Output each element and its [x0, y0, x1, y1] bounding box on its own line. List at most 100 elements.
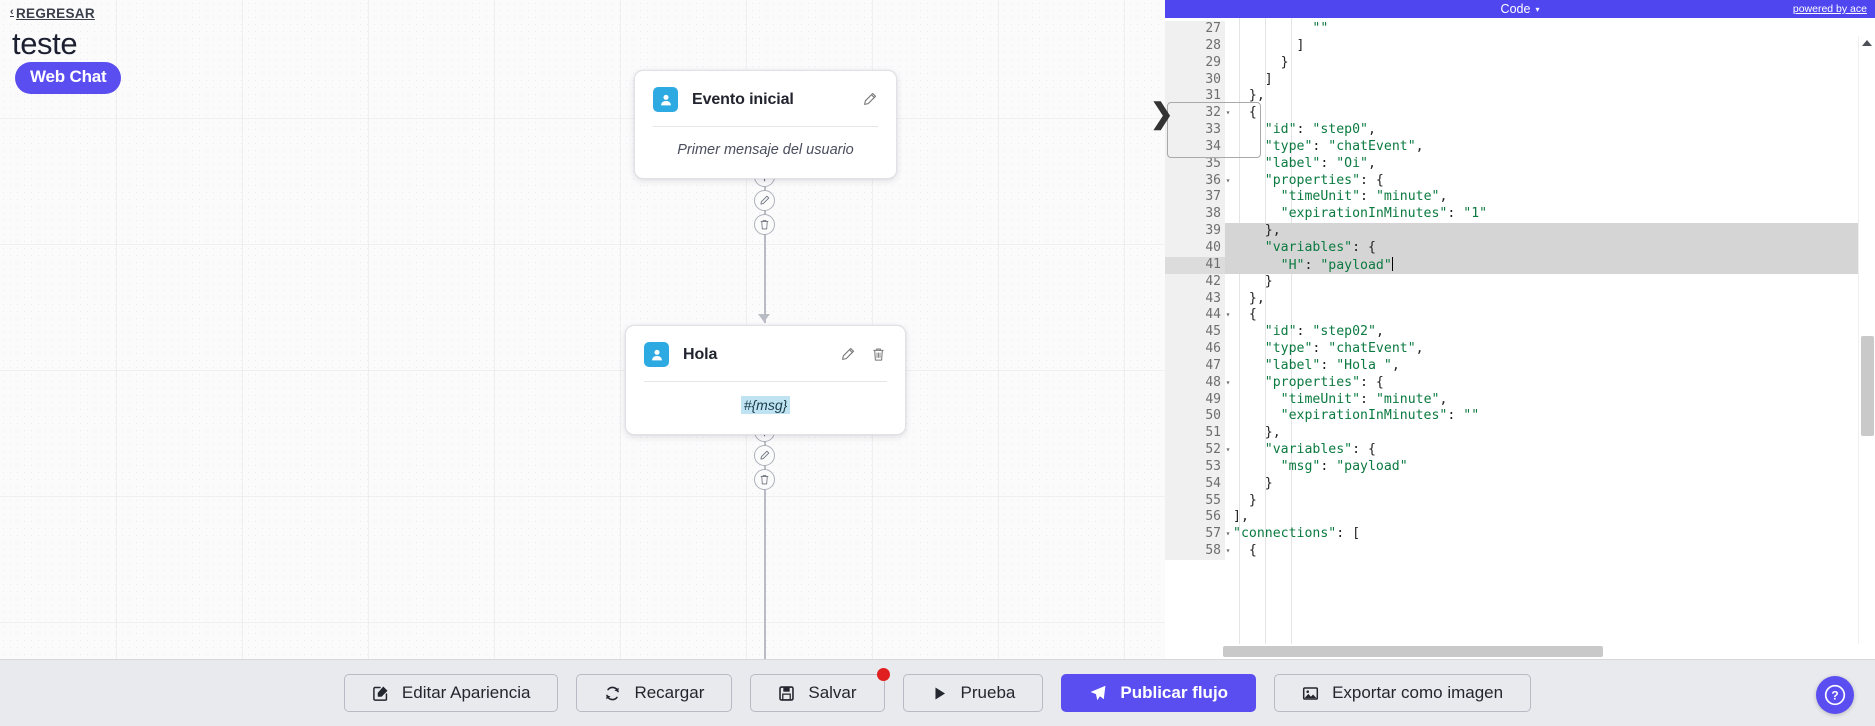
code-line-number: 48▾: [1165, 374, 1230, 392]
code-line[interactable]: 44▾ {: [1165, 307, 1875, 325]
code-line-text: }: [1233, 54, 1289, 70]
code-line-text: "expirationInMinutes": "": [1280, 408, 1480, 424]
code-line-text: "msg": "payload": [1280, 458, 1408, 474]
code-line[interactable]: 37 "timeUnit": "minute",: [1165, 189, 1875, 207]
exportar-como-imagen-button[interactable]: Exportar como imagen: [1274, 674, 1532, 712]
editor-vertical-scrollbar[interactable]: [1858, 36, 1875, 644]
code-line[interactable]: 41 "H": "payload": [1165, 256, 1875, 274]
code-editor-panel[interactable]: Code ▾ powered by ace 27 ""28 ]29 }30 ]3…: [1165, 0, 1875, 659]
salvar-button[interactable]: Salvar: [750, 668, 890, 712]
code-line-text: },: [1233, 290, 1265, 306]
prueba-button[interactable]: Prueba: [902, 674, 1044, 712]
code-line[interactable]: 45 "id": "step02",: [1165, 324, 1875, 342]
code-line[interactable]: 38 "expirationInMinutes": "1": [1165, 206, 1875, 224]
svg-text:?: ?: [1831, 688, 1838, 702]
editar-apariencia-button[interactable]: Editar Apariencia: [343, 674, 559, 712]
code-line-text: }: [1233, 273, 1273, 289]
delete-step-button[interactable]: [754, 214, 775, 235]
code-line[interactable]: 29 }: [1165, 54, 1875, 72]
delete-step-button-2[interactable]: [754, 469, 775, 490]
code-line[interactable]: 36▾ "properties": {: [1165, 172, 1875, 190]
code-line[interactable]: 55 }: [1165, 492, 1875, 510]
code-line-number: 53: [1165, 458, 1225, 476]
code-line[interactable]: 39 },: [1165, 223, 1875, 240]
fold-caret-icon[interactable]: ▾: [1225, 546, 1231, 556]
edit-icon[interactable]: [861, 91, 878, 108]
code-line[interactable]: 35 "label": "Oi",: [1165, 155, 1875, 173]
code-editor-area[interactable]: 27 ""28 ]29 }30 ]31 },32▾ {33 "id": "ste…: [1165, 18, 1875, 659]
horizontal-scroll-thumb[interactable]: [1223, 646, 1603, 657]
code-line[interactable]: 32▾ {: [1165, 105, 1875, 123]
fold-caret-icon[interactable]: ▾: [1225, 108, 1231, 118]
scroll-up-arrow-icon[interactable]: [1862, 40, 1872, 46]
code-line[interactable]: 31 },: [1165, 88, 1875, 106]
code-line-number: 52▾: [1165, 442, 1230, 459]
code-line[interactable]: 50 "expirationInMinutes": "": [1165, 408, 1875, 426]
code-line-number: 43: [1165, 290, 1225, 308]
fold-caret-icon[interactable]: ▾: [1225, 377, 1231, 387]
code-line[interactable]: 30 ]: [1165, 71, 1875, 89]
indent-guide: [1239, 18, 1240, 659]
code-line[interactable]: 27 "": [1165, 21, 1875, 38]
code-line-number: 47: [1165, 357, 1225, 375]
pencil-icon: [760, 195, 770, 205]
publicar-flujo-button[interactable]: Publicar flujo: [1061, 674, 1257, 712]
pencil-icon: [760, 450, 770, 460]
code-line[interactable]: 56],: [1165, 509, 1875, 527]
back-link[interactable]: ‹ REGRESAR: [10, 6, 95, 21]
powered-by-ace-link[interactable]: powered by ace: [1792, 3, 1867, 15]
code-line-text: "properties": {: [1264, 172, 1384, 188]
code-line[interactable]: 46 "type": "chatEvent",: [1165, 341, 1875, 358]
edit-step-button[interactable]: [754, 190, 775, 211]
user-icon: [653, 87, 678, 112]
code-line[interactable]: 58▾ {: [1165, 543, 1875, 560]
flow-node-hola[interactable]: Hola: [625, 325, 906, 435]
code-line[interactable]: 28 ]: [1165, 37, 1875, 55]
code-line[interactable]: 33 "id": "step0",: [1165, 122, 1875, 139]
code-line-text: "": [1312, 21, 1329, 36]
unsaved-changes-badge: [876, 668, 890, 681]
fold-caret-icon[interactable]: ▾: [1225, 310, 1231, 320]
fold-caret-icon[interactable]: ▾: [1225, 445, 1231, 455]
connector-arrow-1: [758, 314, 770, 322]
code-line[interactable]: 54 }: [1165, 475, 1875, 493]
code-line-number: 44▾: [1165, 307, 1230, 325]
connector-line-2: [764, 418, 766, 659]
trash-icon[interactable]: [870, 346, 887, 363]
help-button[interactable]: ?: [1816, 676, 1854, 714]
code-line-text: "H": "payload": [1225, 256, 1875, 274]
code-line-text: },: [1233, 88, 1265, 104]
recargar-button[interactable]: Recargar: [576, 674, 733, 712]
code-line[interactable]: 57▾"connections": [: [1165, 526, 1875, 544]
vertical-scroll-thumb[interactable]: [1861, 336, 1874, 436]
edit-icon[interactable]: [839, 346, 856, 363]
chevron-down-icon[interactable]: ▾: [1535, 4, 1540, 14]
fold-chevron-icon[interactable]: ❯: [1150, 98, 1174, 129]
node-title: Hola: [683, 345, 718, 363]
code-line[interactable]: 34 "type": "chatEvent",: [1165, 138, 1875, 156]
code-line[interactable]: 49 "timeUnit": "minute",: [1165, 391, 1875, 409]
code-editor-header: Code ▾ powered by ace: [1165, 0, 1875, 18]
page-title: teste: [12, 26, 78, 61]
button-label: Exportar como imagen: [1332, 683, 1504, 702]
code-line[interactable]: 53 "msg": "payload": [1165, 458, 1875, 476]
code-line[interactable]: 42 }: [1165, 273, 1875, 291]
flow-canvas[interactable]: ‹ REGRESAR teste Web Chat: [0, 0, 1165, 659]
code-line-text: "properties": {: [1264, 374, 1384, 390]
code-line[interactable]: 51 },: [1165, 425, 1875, 443]
code-line-number: 38: [1165, 206, 1225, 224]
fold-caret-icon[interactable]: ▾: [1225, 529, 1231, 539]
fold-caret-icon[interactable]: ▾: [1225, 175, 1231, 185]
code-line[interactable]: 52▾ "variables": {: [1165, 442, 1875, 459]
editor-horizontal-scrollbar[interactable]: [1165, 644, 1875, 659]
flow-node-evento-inicial[interactable]: Evento inicial Primer mensaje del usuari…: [634, 70, 897, 179]
code-line[interactable]: 47 "label": "Hola ",: [1165, 357, 1875, 375]
code-line[interactable]: 48▾ "properties": {: [1165, 374, 1875, 392]
code-line[interactable]: 43 },: [1165, 290, 1875, 308]
code-line[interactable]: 40▾ "variables": {: [1165, 239, 1875, 257]
send-icon: [1089, 684, 1107, 702]
user-icon: [644, 342, 669, 367]
code-line-number: 55: [1165, 492, 1225, 510]
edit-step-button-2[interactable]: [754, 445, 775, 466]
